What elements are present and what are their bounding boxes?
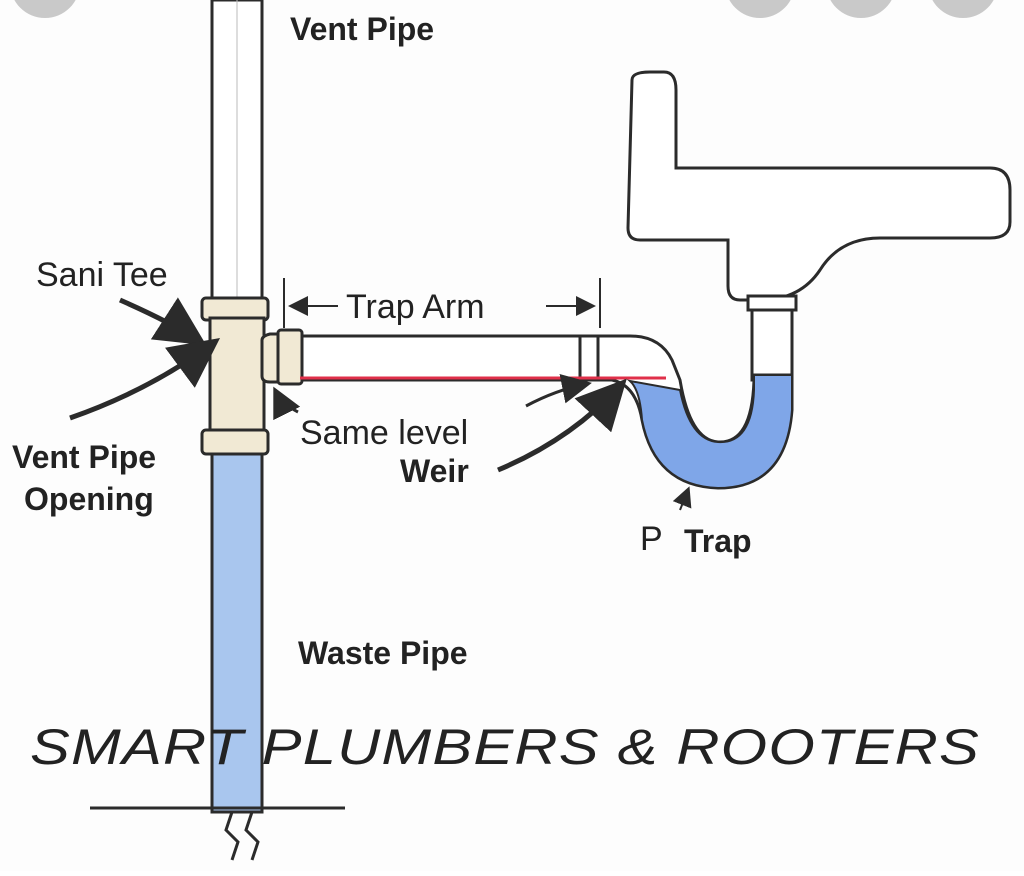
p-trap-label-trap: Trap: [684, 523, 752, 559]
sink-tailpiece: [750, 298, 794, 382]
sani-tee: [200, 296, 304, 456]
weir-label: Weir: [400, 453, 469, 489]
sani-tee-label: Sani Tee: [36, 256, 168, 294]
vent-opening-arrow: [69, 338, 221, 421]
p-trap: [578, 334, 794, 490]
waste-pipe-label: Waste Pipe: [298, 635, 468, 671]
vent-pipe-label: Vent Pipe: [290, 11, 434, 47]
trap-water: [626, 374, 793, 490]
trap-arm-label: Trap Arm: [346, 288, 485, 326]
sani-tee-arrow: [118, 297, 207, 346]
waste-pipe: [210, 450, 264, 814]
trap-arm-pipe: [298, 334, 588, 382]
p-trap-label-p: P: [640, 520, 663, 558]
weir-arrow: [497, 378, 627, 473]
brand-watermark: SMART PLUMBERS & ROOTERS: [30, 719, 980, 775]
same-level-arrow-right: [525, 374, 592, 408]
p-trap-arrow: [672, 486, 692, 511]
vent-pipe-opening-label-line1: Vent Pipe: [12, 439, 156, 475]
vent-pipe-opening-label-line2: Opening: [24, 481, 154, 517]
sink: [626, 70, 1012, 302]
same-level-label: Same level: [300, 414, 468, 452]
same-level-arrow: [273, 386, 301, 421]
